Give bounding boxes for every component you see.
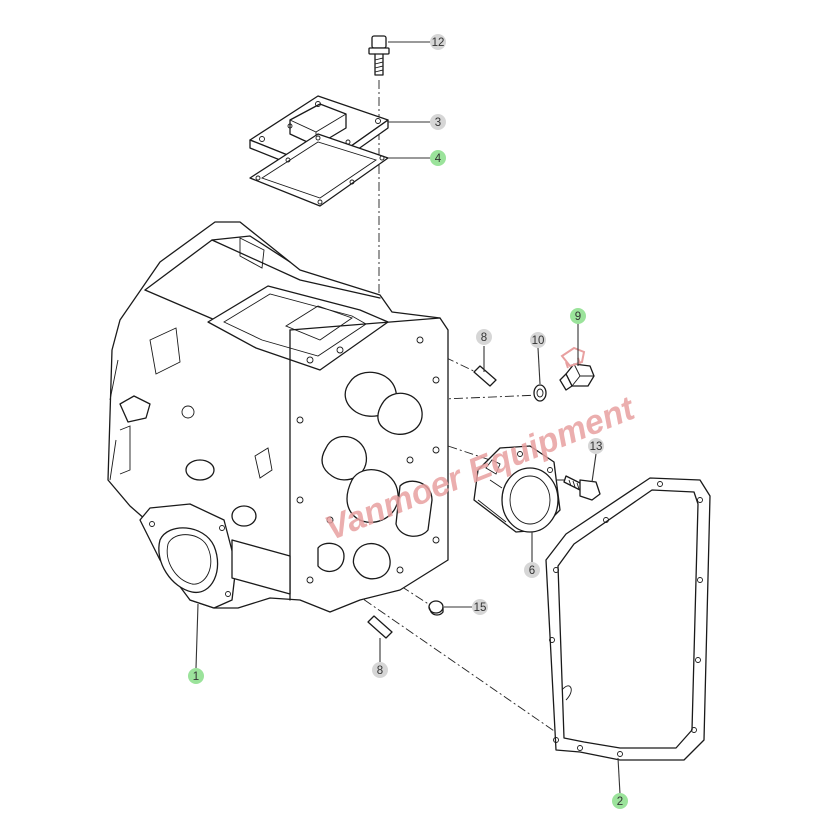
callout-badge[interactable] — [570, 308, 586, 324]
callout-badge[interactable] — [524, 562, 540, 578]
part-2-rear-gasket[interactable] — [545, 477, 711, 761]
callout-c2[interactable]: 2 — [612, 793, 628, 809]
callout-c15[interactable]: 15 — [472, 599, 488, 615]
callout-label: 12 — [432, 37, 445, 49]
callout-badge[interactable] — [372, 662, 388, 678]
callout-c3[interactable]: 3 — [430, 114, 446, 130]
callout-badge[interactable] — [612, 793, 628, 809]
callout-c4[interactable]: 4 — [430, 150, 446, 166]
callout-badge[interactable] — [588, 438, 604, 454]
callout-label: 4 — [435, 153, 442, 165]
part-8-dowel-pin-upper[interactable] — [473, 365, 497, 387]
callout-label: 9 — [575, 311, 581, 323]
callout-label: 10 — [532, 335, 545, 347]
callout-label: 1 — [193, 671, 199, 683]
callout-label: 2 — [617, 796, 623, 808]
callout-c13[interactable]: 13 — [588, 438, 604, 454]
callout-label: 13 — [590, 441, 603, 453]
part-6-bearing-retainer[interactable] — [473, 445, 561, 533]
callout-label: 15 — [474, 602, 487, 614]
callout-leaders — [195, 41, 621, 795]
callout-label: 8 — [481, 332, 487, 344]
callout-c9[interactable]: 9 — [570, 308, 586, 324]
callout-badge[interactable] — [476, 329, 492, 345]
callout-c6[interactable]: 6 — [524, 562, 540, 578]
callout-badge[interactable] — [188, 668, 204, 684]
callout-c12[interactable]: 12 — [430, 34, 446, 50]
part-1-transmission-housing[interactable] — [107, 221, 449, 613]
part-15-plug[interactable] — [428, 600, 444, 616]
part-12-bolt[interactable] — [368, 35, 390, 76]
callout-label: 3 — [435, 117, 441, 129]
callout-badge[interactable] — [530, 332, 546, 348]
callout-c10[interactable]: 10 — [530, 332, 546, 348]
part-13-bolt[interactable] — [563, 475, 601, 501]
callout-badge[interactable] — [430, 150, 446, 166]
callout-label: 8 — [377, 665, 383, 677]
callout-c1[interactable]: 1 — [188, 668, 204, 684]
callout-badge[interactable] — [472, 599, 488, 615]
callout-badge[interactable] — [430, 34, 446, 50]
part-9-plug[interactable] — [559, 363, 595, 391]
callout-label: 6 — [529, 565, 535, 577]
callout-c8a[interactable]: 8 — [476, 329, 492, 345]
part-8-dowel-pin-lower[interactable] — [367, 615, 393, 639]
callout-c8b[interactable]: 8 — [372, 662, 388, 678]
part-10-washer[interactable] — [533, 384, 547, 402]
callout-badge[interactable] — [430, 114, 446, 130]
